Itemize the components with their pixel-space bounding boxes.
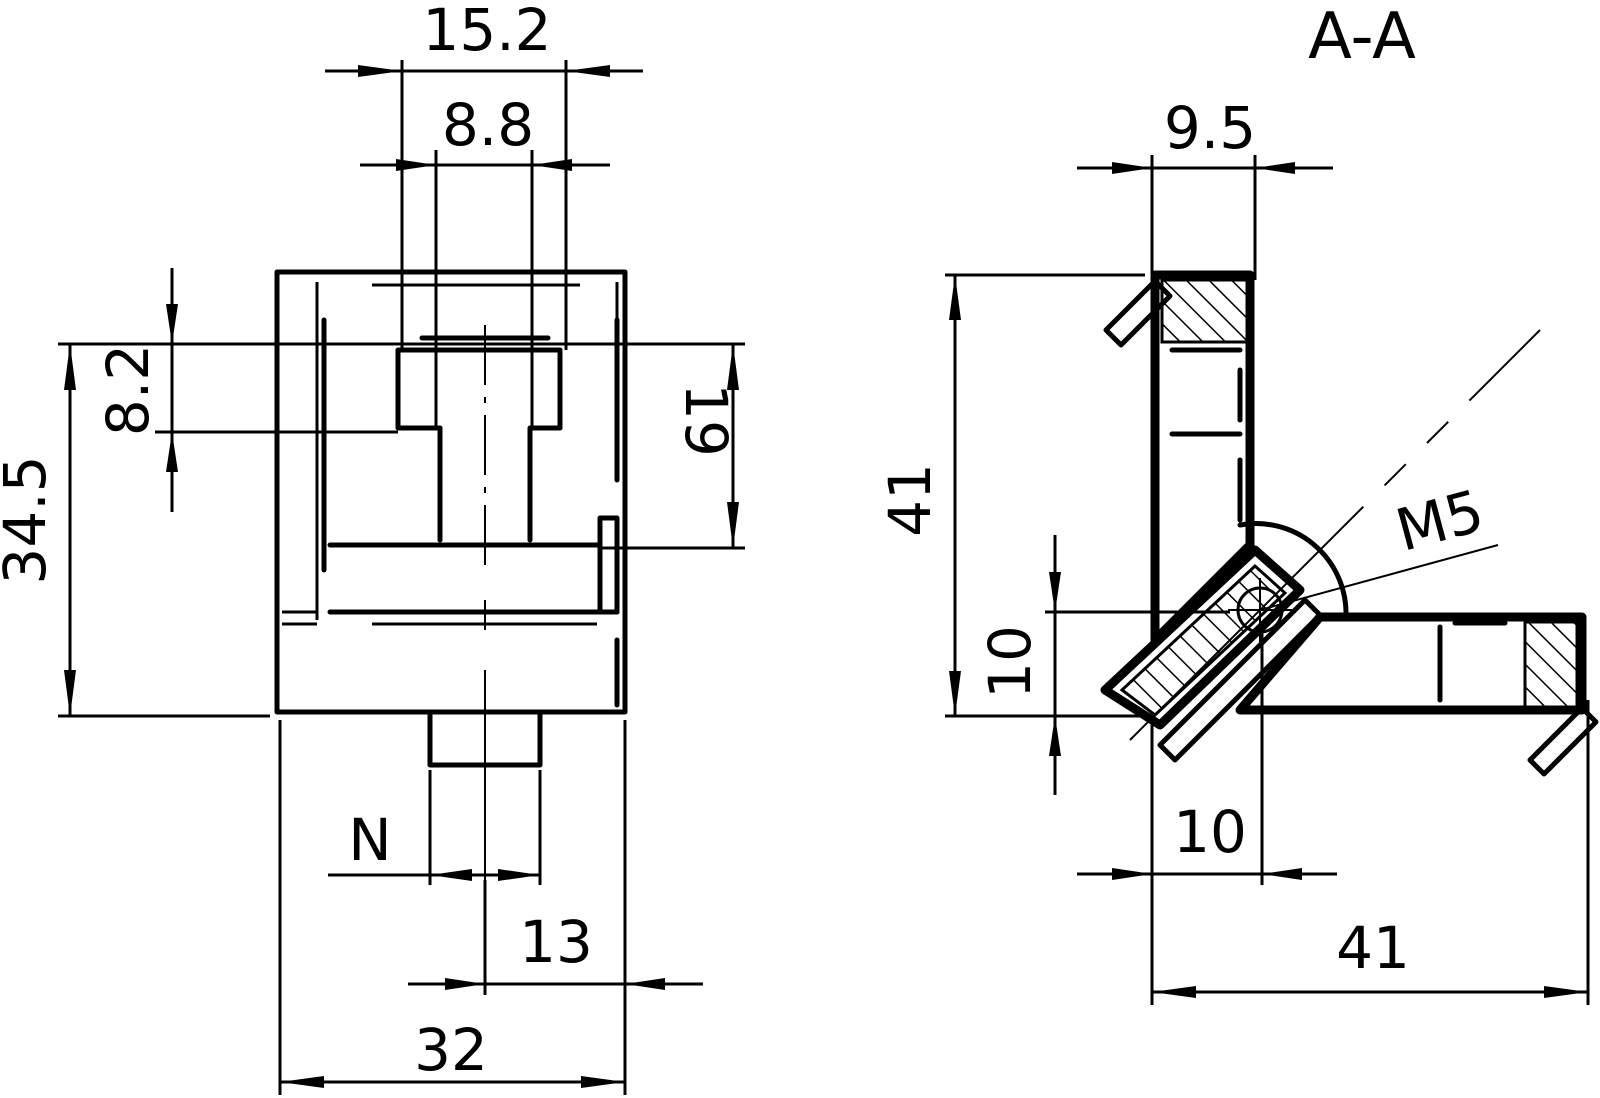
dim-34-5: 34.5	[0, 342, 745, 718]
diagonal-axis	[1129, 329, 1541, 741]
vertical-leg	[1150, 270, 1255, 645]
dim-label-32: 32	[414, 1016, 488, 1084]
dim-label-41-horizontal: 41	[1336, 914, 1410, 982]
dim-label-19: 19	[672, 383, 740, 457]
dim-label-15-2: 15.2	[422, 0, 551, 64]
front-view: 15.2 8.8 8.2 34.5	[0, 0, 745, 1095]
dim-label-9-5: 9.5	[1164, 94, 1256, 162]
section-title: A-A	[1308, 0, 1416, 74]
dim-label-10-horizontal: 10	[1173, 798, 1247, 866]
thread-leader	[1259, 544, 1499, 611]
dim-label-41-vertical: 41	[876, 463, 944, 537]
dim-13: 13	[408, 720, 703, 1095]
t-slot	[395, 347, 563, 543]
dim-41-vertical: 41	[876, 273, 1145, 718]
section-view: A-A M5 9.5	[876, 0, 1599, 1005]
dim-15-2: 15.2	[325, 0, 643, 350]
dim-label-n: N	[348, 806, 391, 874]
dim-8-2: 8.2	[94, 268, 398, 512]
dim-19: 19	[600, 344, 745, 550]
dim-label-10-vertical: 10	[976, 625, 1044, 699]
dim-label-13: 13	[519, 908, 593, 976]
dim-41-horizontal: 41	[1152, 700, 1590, 1005]
dim-n: N	[328, 770, 542, 885]
dim-10-vertical: 10	[976, 535, 1230, 795]
dim-32: 32	[278, 720, 625, 1095]
dim-10-horizontal: 10	[1077, 630, 1337, 1005]
dim-label-8-2: 8.2	[94, 344, 162, 436]
hatch-diagonal	[1119, 563, 1288, 717]
dim-label-34-5: 34.5	[0, 455, 59, 584]
dim-8-8: 8.8	[360, 91, 610, 428]
dim-label-8-8: 8.8	[442, 91, 534, 159]
nut-profile	[427, 709, 543, 768]
front-body-outline	[274, 269, 628, 715]
hatch-vertical	[1160, 278, 1249, 344]
dim-9-5: 9.5	[1077, 94, 1333, 295]
hatch-horizontal	[1523, 620, 1579, 709]
